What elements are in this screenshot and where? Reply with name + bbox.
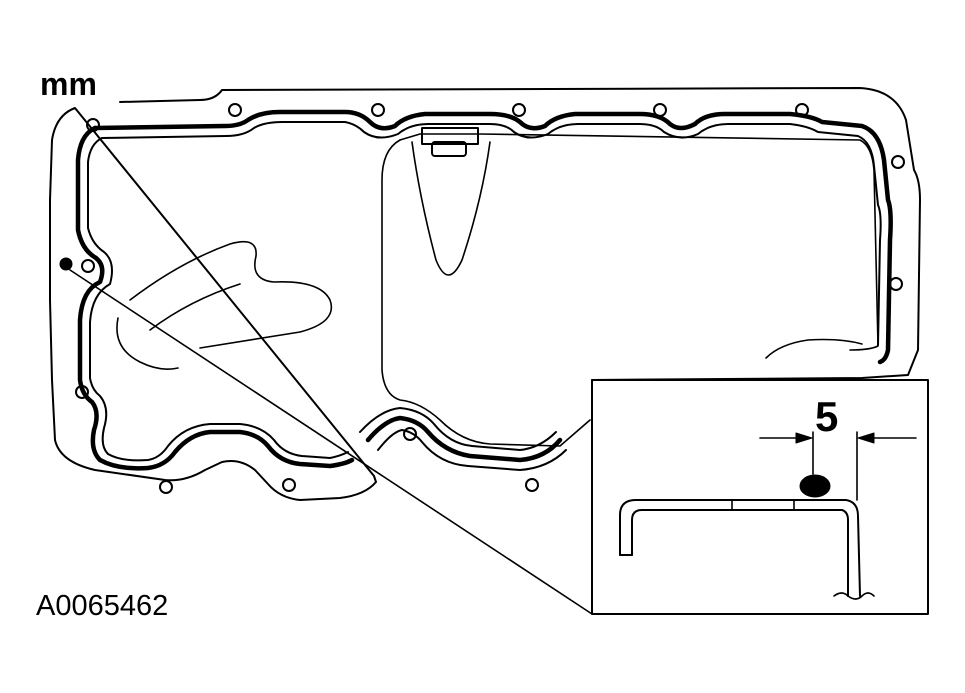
- gasket-bead-inner: [101, 121, 882, 346]
- bolt-holes: [75, 103, 905, 494]
- bolt-hole: [81, 259, 95, 273]
- unit-label: mm: [40, 66, 97, 102]
- drain-plug-boss: [421, 127, 479, 157]
- baffle-contour-3: [149, 283, 241, 331]
- bolt-hole: [525, 478, 539, 492]
- dimension-value: 5: [815, 393, 839, 440]
- gasket-bead-lower-mid-inner: [359, 407, 557, 451]
- bolt-hole: [371, 103, 385, 117]
- bolt-hole: [86, 118, 100, 132]
- bolt-hole: [282, 478, 296, 492]
- sump-well-outline: [381, 139, 591, 447]
- sealant-bead-location: [59, 257, 73, 271]
- gasket-bead-left: [75, 125, 355, 471]
- sealant-bead: [799, 474, 831, 498]
- dimension-arrow-right: [857, 432, 875, 444]
- bolt-hole: [891, 155, 905, 169]
- bolt-hole: [228, 103, 242, 117]
- dimension-arrow-left: [795, 432, 813, 444]
- figure-id: A0065462: [36, 590, 169, 622]
- drain-plug-head: [431, 141, 467, 157]
- bolt-hole: [75, 385, 89, 399]
- gasket-bead-lower-mid: [365, 415, 563, 463]
- leader-line: [69, 269, 593, 615]
- pan-flange-outline: [49, 87, 921, 501]
- gasket-bead-inner-left: [87, 137, 349, 462]
- baffle-contour-4: [765, 338, 863, 359]
- detail-frame: [591, 379, 929, 615]
- flange-section-outer: [619, 499, 861, 597]
- detail-inset: [591, 379, 929, 615]
- baffle-contour-1: [129, 240, 333, 349]
- bolt-hole: [889, 277, 903, 291]
- bolt-hole: [403, 427, 417, 441]
- flange-break-line: [833, 592, 875, 600]
- pickup-tube-profile: [411, 141, 491, 276]
- flange-section-inner: [631, 509, 849, 597]
- gasket-bead-lower-mid-outer: [377, 429, 567, 471]
- gasket-bead: [75, 109, 893, 471]
- sump-rim: [399, 133, 879, 351]
- gasket-bead-outer: [92, 109, 893, 365]
- bolt-hole: [159, 480, 173, 494]
- bolt-hole: [512, 103, 526, 117]
- baffle-contour-2: [116, 317, 179, 370]
- bolt-hole: [795, 103, 809, 117]
- drain-plug-body: [421, 127, 479, 145]
- bolt-hole: [653, 103, 667, 117]
